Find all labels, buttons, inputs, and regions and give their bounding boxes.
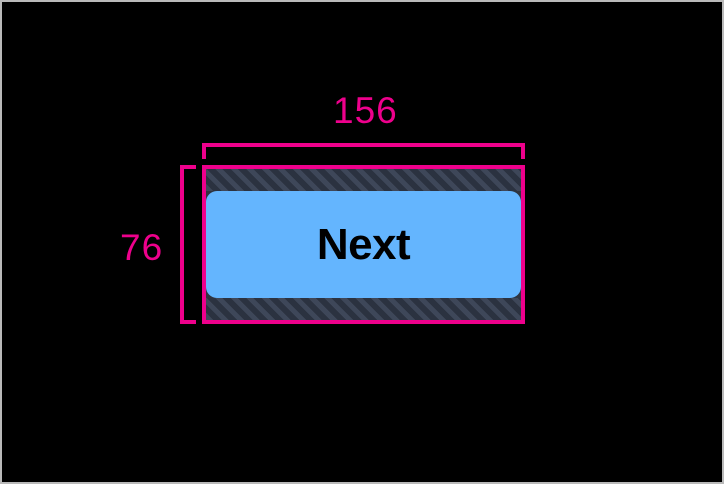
button-content-region: Next bbox=[206, 191, 521, 298]
width-measurement-label: 156 bbox=[333, 90, 398, 131]
element-bounding-box: Next bbox=[202, 165, 525, 324]
spacing-hatch-top bbox=[206, 169, 521, 191]
height-measurement-label: 76 bbox=[120, 227, 164, 268]
spacing-hatch-bottom bbox=[206, 298, 521, 320]
next-button[interactable]: Next bbox=[206, 191, 521, 298]
width-dimension-bracket bbox=[202, 143, 525, 159]
height-dimension-bracket bbox=[180, 165, 196, 324]
